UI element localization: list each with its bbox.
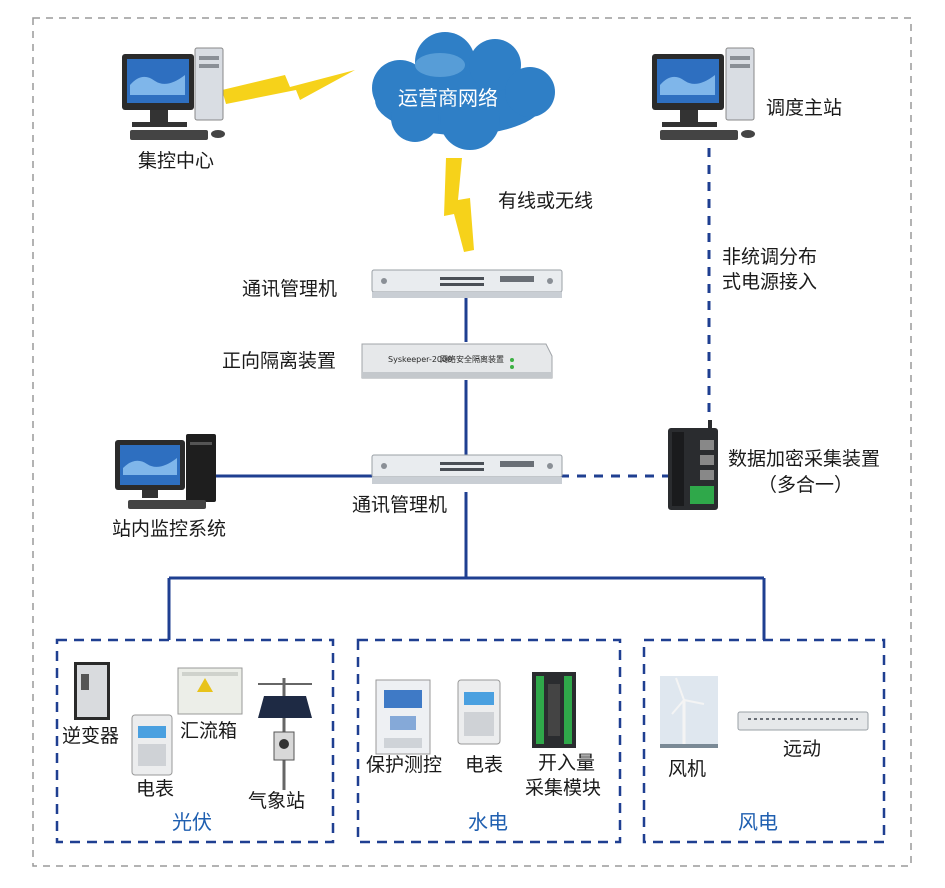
weather-station-device-icon (258, 678, 312, 790)
weather-station-label: 气象站 (248, 790, 306, 812)
inverter-label: 逆变器 (62, 725, 120, 747)
comm-manager-mid-device-icon (371, 454, 563, 484)
comm-manager-top-label: 通讯管理机 (242, 278, 338, 300)
group-box-hydro (356, 638, 622, 844)
dispatch-station-pc-icon (652, 47, 755, 140)
cloud-icon (372, 32, 555, 150)
group-box-pv (55, 638, 335, 844)
wind-turbine-label: 风机 (668, 758, 707, 780)
group-title-wind: 风电 (738, 810, 778, 834)
protection-controller-label: 保护测控 (366, 754, 443, 776)
comm-manager-top-device-icon (371, 269, 563, 298)
link-type-label: 有线或无线 (498, 190, 594, 212)
io-module-label-line1: 开入量 (538, 752, 596, 774)
encrypt-collector-device-icon (668, 420, 718, 510)
comm-manager-mid-label: 通讯管理机 (352, 494, 448, 516)
io-module-label-line2: 采集模块 (525, 777, 602, 799)
isolation-device-label: 正向隔离装置 (222, 350, 337, 372)
control-center-label: 集控中心 (138, 150, 215, 172)
combiner-box-label: 汇流箱 (180, 720, 238, 742)
hydro-meter-label: 电表 (465, 754, 504, 776)
isolator-brand: Syskeeper-2000 (388, 355, 453, 364)
isolator-desc: 网络安全隔离装置 (440, 355, 504, 364)
wind-turbine-device-icon (660, 676, 718, 748)
control-center-pc-icon (122, 47, 225, 140)
outer-border (32, 17, 912, 867)
station-monitor-pc-icon (115, 434, 216, 509)
wireless-link-bolt-2 (444, 158, 474, 252)
rtu-device-icon (737, 711, 869, 731)
rtu-label: 远动 (783, 738, 822, 760)
pv-meter-device-icon (131, 714, 173, 776)
cloud-label: 运营商网络 (398, 86, 498, 110)
station-monitor-label: 站内监控系统 (112, 518, 227, 540)
group-box-wind (642, 638, 886, 844)
encrypt-collector-sub-label: （多合一） (758, 474, 854, 496)
pv-meter-label: 电表 (136, 778, 175, 800)
isolation-device-icon (361, 343, 553, 379)
io-module-device-icon (532, 672, 576, 748)
protection-controller-device-icon (375, 679, 431, 755)
non-dispatch-label-line2: 式电源接入 (722, 271, 818, 293)
hydro-meter-device-icon (457, 679, 501, 745)
dispatch-station-label: 调度主站 (766, 97, 843, 119)
inverter-device-icon (74, 662, 110, 720)
group-title-pv: 光伏 (172, 810, 212, 834)
combiner-box-device-icon (177, 667, 243, 715)
non-dispatch-label-line1: 非统调分布 (722, 246, 818, 268)
group-title-hydro: 水电 (468, 810, 508, 834)
wireless-link-bolt-1 (222, 70, 355, 104)
encrypt-collector-label: 数据加密采集装置 (728, 448, 881, 470)
